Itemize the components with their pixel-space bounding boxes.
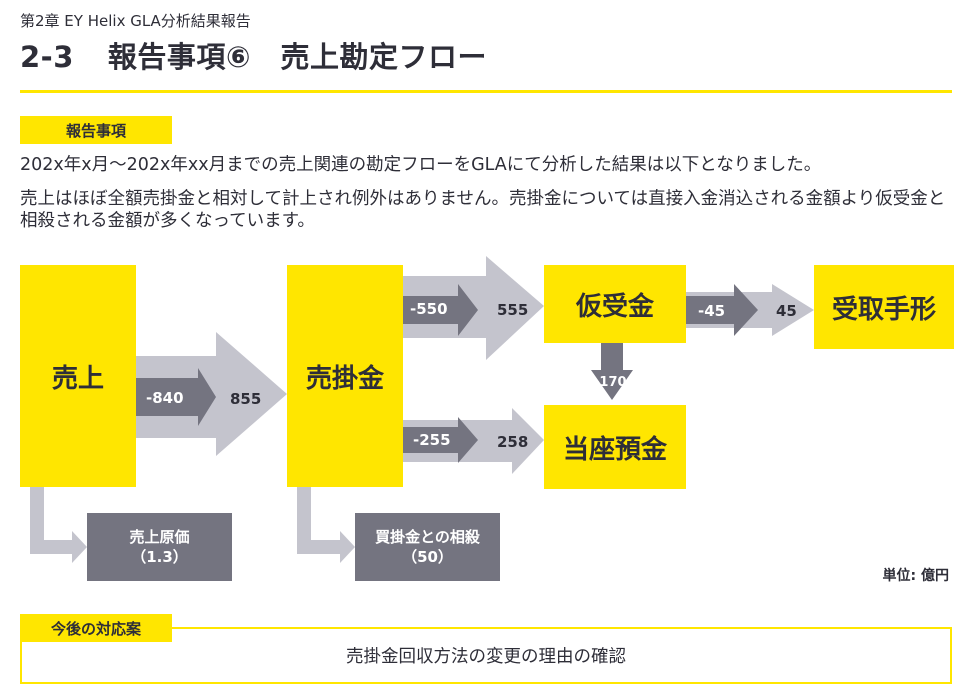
arrow-inner-deposit <box>403 417 478 463</box>
chapter-subtitle: 第2章 EY Helix GLA分析結果報告 <box>20 12 251 30</box>
future-action-text: 売掛金回収方法の変更の理由の確認 <box>346 647 626 667</box>
report-items-tag: 報告事項 <box>20 116 172 144</box>
flow-label-sales-out: -840 <box>146 389 184 407</box>
arrow-inner-advance <box>403 284 478 336</box>
arrow-sales-to-cogs <box>30 487 87 563</box>
arrow-inner-note <box>686 284 758 336</box>
node-receivable: 売掛金 <box>287 265 403 487</box>
node-deposit: 当座預金 <box>544 405 686 489</box>
node-sales: 売上 <box>20 265 136 487</box>
offset-value: （50） <box>402 548 453 566</box>
title-text: 報告事項⑥ 売上勘定フロー <box>107 40 487 74</box>
flow-label-advance-to-deposit: -170 <box>594 375 627 390</box>
node-note: 受取手形 <box>814 265 954 349</box>
flow-label-note-out: -45 <box>698 302 725 320</box>
flow-label-note-in: 45 <box>776 302 797 320</box>
cogs-label: 売上原価 <box>129 528 190 546</box>
title-divider <box>20 90 952 93</box>
flow-label-sales-in: 855 <box>230 390 261 408</box>
flow-label-deposit-out: -255 <box>413 431 451 449</box>
flow-label-advance-out: -550 <box>410 300 448 318</box>
page-title: 2-3 報告事項⑥ 売上勘定フロー <box>20 34 487 76</box>
flow-label-advance-in: 555 <box>497 301 528 319</box>
unit-label: 単位: 億円 <box>882 568 949 584</box>
cogs-value: （1.3） <box>131 548 188 566</box>
summary-paragraph-1: 202x年x月～202x年xx月までの売上関連の勘定フローをGLAにて分析した結… <box>20 155 822 175</box>
arrow-advance-to-deposit <box>591 343 633 400</box>
node-cogs: 売上原価 （1.3） <box>87 513 232 581</box>
offset-label: 買掛金との相殺 <box>375 528 480 546</box>
arrow-inner-sales <box>136 368 216 426</box>
arrow-receivable-to-offset <box>297 487 355 563</box>
node-advance: 仮受金 <box>544 265 686 343</box>
section-number: 2-3 <box>20 40 74 74</box>
flow-label-deposit-in: 258 <box>497 433 528 451</box>
summary-paragraph-2: 売上はほぼ全額売掛金と相対して計上され例外はありません。売掛金については直接入金… <box>20 189 946 231</box>
future-action-box: 売掛金回収方法の変更の理由の確認 <box>20 627 952 684</box>
node-payable-offset: 買掛金との相殺 （50） <box>355 513 500 581</box>
future-action-tag: 今後の対応案 <box>20 614 172 642</box>
